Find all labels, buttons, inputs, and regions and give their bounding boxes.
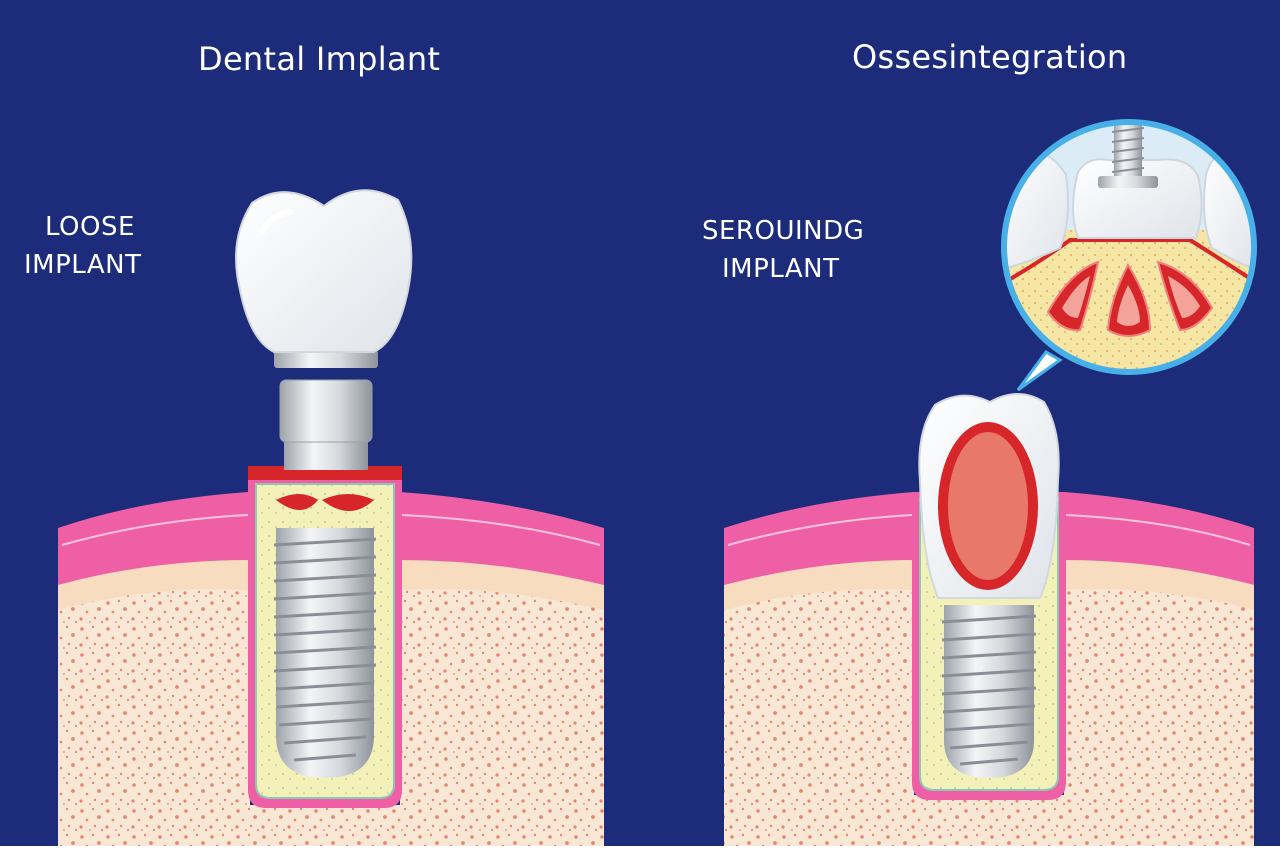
left-inflammation-spot-2 xyxy=(322,494,374,511)
zoom-screw-collar xyxy=(1098,176,1158,188)
zoom-gum-line xyxy=(1004,238,1254,287)
left-inflammation-spot-1 xyxy=(276,494,318,510)
zoom-pocket-2-core xyxy=(1117,285,1140,326)
zoom-pocket-1-core xyxy=(1062,276,1090,318)
zoom-pointer xyxy=(1016,350,1063,392)
right-gum-highlight xyxy=(727,514,1251,546)
left-side-label-line1: LOOSE xyxy=(45,212,135,242)
crown-icon xyxy=(235,189,413,353)
right-bone xyxy=(724,560,1254,846)
right-side-label-line1: SEROUINDG xyxy=(702,216,865,246)
right-inflammation-core xyxy=(948,432,1028,580)
zoom-pocket-3-core xyxy=(1168,276,1200,318)
left-side-label-line2: IMPLANT xyxy=(24,250,142,280)
left-gum-highlight xyxy=(61,514,601,546)
left-crown xyxy=(235,189,413,353)
right-side-label-line2: IMPLANT xyxy=(722,254,840,284)
left-abutment xyxy=(274,350,378,470)
left-abutment-collar xyxy=(274,350,378,368)
left-screw-body xyxy=(276,528,374,778)
left-bone xyxy=(58,560,604,846)
right-jaw-section xyxy=(724,492,1254,846)
zoom-ring xyxy=(1001,119,1257,375)
left-abutment-base xyxy=(284,440,368,470)
left-crown-shine xyxy=(259,209,293,235)
right-gum-right xyxy=(1064,492,1254,585)
left-screw-threads xyxy=(273,537,377,762)
left-abutment-post xyxy=(279,379,373,443)
left-gum-right xyxy=(400,492,604,585)
left-gum-left xyxy=(58,492,250,585)
left-title: Dental Implant xyxy=(198,40,441,78)
right-title: Ossesintegration xyxy=(852,38,1128,76)
right-screw-threads xyxy=(941,614,1037,766)
bottom-strip xyxy=(0,846,1280,853)
left-implant-screw xyxy=(273,528,377,778)
zoom-screw-threads xyxy=(1111,127,1145,173)
left-jaw-section xyxy=(58,492,604,846)
right-implant-screw xyxy=(941,605,1037,778)
right-crown xyxy=(918,393,1060,599)
right-gum-left xyxy=(724,492,914,585)
